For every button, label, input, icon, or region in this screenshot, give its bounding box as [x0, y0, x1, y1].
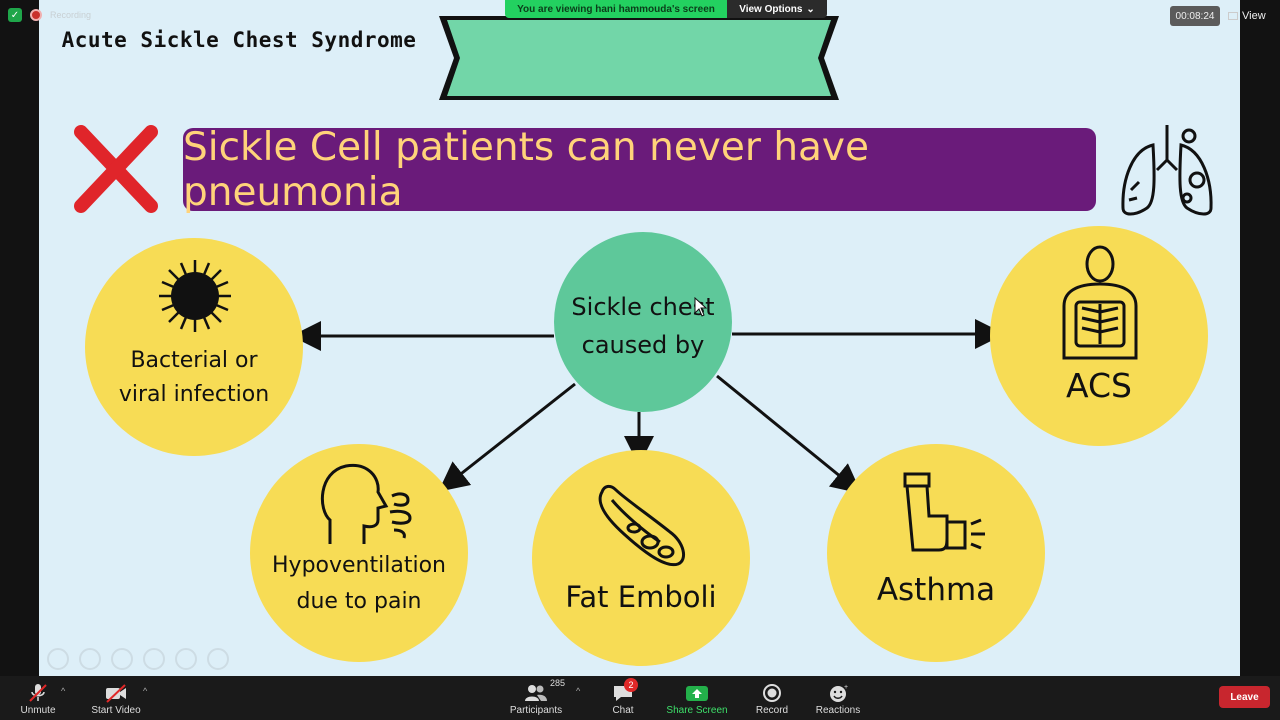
meeting-timer: 00:08:24 — [1170, 6, 1220, 26]
cause-fat-emboli: Fat Emboli — [532, 450, 750, 666]
mouse-cursor-icon — [694, 297, 708, 317]
video-off-icon — [106, 684, 126, 703]
record-label: Record — [755, 705, 789, 716]
cause-infection: Bacterial or viral infection — [85, 238, 303, 456]
record-dot-icon — [30, 9, 42, 21]
breathing-head-icon — [320, 463, 412, 544]
center-node: Sickle chest caused by — [554, 232, 732, 412]
myth-banner: Sickle Cell patients can never have pneu… — [183, 125, 1096, 215]
shield-icon[interactable]: ✓ — [8, 8, 22, 22]
annotate-icon-2 — [79, 648, 101, 670]
cause-hypoventilation: Hypoventilation due to pain — [250, 444, 468, 662]
virus-icon — [159, 260, 231, 332]
arrow-to-asthma — [716, 374, 862, 494]
participants-icon — [525, 685, 547, 701]
fat-emboli-label: Fat Emboli — [565, 580, 717, 614]
video-options-caret[interactable]: ^ — [143, 686, 148, 696]
infection-line-1: Bacterial or — [130, 348, 258, 373]
audio-options-caret[interactable]: ^ — [61, 686, 66, 696]
view-options-label: View Options — [739, 3, 803, 15]
participants-label: Participants — [509, 705, 563, 716]
view-button[interactable]: View — [1228, 6, 1266, 26]
record-button[interactable]: Record — [752, 676, 792, 720]
annotate-icon-3 — [111, 648, 133, 670]
unmute-button[interactable]: Unmute — [14, 676, 62, 720]
chat-badge: 2 — [624, 678, 638, 692]
chat-label: Chat — [612, 705, 634, 716]
viewing-screen-text: You are viewing hani hammouda's screen — [505, 0, 727, 18]
center-line-1: Sickle chest — [571, 293, 715, 321]
infection-label: Bacterial or viral infection — [85, 344, 303, 412]
view-label: View — [1242, 10, 1266, 22]
record-icon — [763, 684, 781, 702]
cause-asthma: Asthma — [827, 444, 1045, 662]
myth-text: Sickle Cell patients can never have pneu… — [183, 124, 870, 215]
screen-share-banner: You are viewing hani hammouda's screen V… — [505, 0, 827, 18]
hypoventilation-line-1: Hypoventilation — [272, 553, 446, 578]
participants-count: 285 — [550, 678, 566, 688]
chat-button[interactable]: 2 Chat — [606, 676, 640, 720]
infection-line-2: viral infection — [118, 382, 270, 407]
hypoventilation-line-2: due to pain — [296, 589, 422, 614]
reactions-label: Reactions — [815, 705, 861, 716]
cause-acs: ACS — [990, 226, 1208, 446]
acs-label: ACS — [1066, 366, 1132, 405]
unmute-label: Unmute — [20, 705, 56, 716]
annotate-icon-5 — [175, 648, 197, 670]
participants-button[interactable]: 285 Participants — [506, 676, 566, 720]
share-screen-label: Share Screen — [666, 705, 728, 716]
flow-arrows — [291, 319, 1005, 494]
center-line-2: caused by — [581, 331, 705, 359]
svg-text:+: + — [844, 684, 848, 691]
grid-view-icon — [1228, 12, 1238, 20]
inhaler-icon — [903, 472, 985, 552]
recording-indicator: ✓ Recording — [8, 8, 91, 22]
muted-microphone-icon — [29, 684, 47, 702]
center-node-label: Sickle chest caused by — [554, 288, 732, 364]
chevron-down-icon: ⌄ — [806, 3, 815, 15]
blood-vessel-icon — [598, 484, 686, 567]
share-screen-button[interactable]: Share Screen — [666, 676, 728, 720]
hypoventilation-label: Hypoventilation due to pain — [250, 548, 468, 620]
reactions-button[interactable]: + Reactions — [814, 676, 862, 720]
annotation-tools-faded — [47, 648, 229, 670]
recording-label: Recording — [50, 10, 92, 20]
start-video-label: Start Video — [91, 705, 141, 716]
annotate-icon-1 — [47, 648, 69, 670]
title-banner — [439, 16, 839, 100]
participants-caret[interactable]: ^ — [576, 686, 581, 696]
shared-slide: Acute Sickle Chest Syndrome Sickle Cell … — [39, 0, 1240, 676]
arrow-to-hypoventilation — [438, 382, 576, 492]
x-mark-icon — [74, 125, 158, 213]
view-options-button[interactable]: View Options ⌄ — [727, 0, 827, 18]
slide-title: Acute Sickle Chest Syndrome — [61, 28, 417, 52]
annotate-icon-6 — [207, 648, 229, 670]
share-screen-icon — [686, 686, 708, 701]
lungs-icon — [1121, 125, 1213, 216]
annotate-icon-4 — [143, 648, 165, 670]
asthma-label: Asthma — [876, 572, 996, 608]
smiley-icon: + — [830, 684, 848, 702]
leave-button[interactable]: Leave — [1219, 686, 1270, 708]
chest-xray-icon — [1062, 245, 1138, 360]
meeting-toolbar: Unmute ^ Start Video ^ 285 Participants … — [0, 676, 1280, 720]
start-video-button[interactable]: Start Video — [88, 676, 144, 720]
